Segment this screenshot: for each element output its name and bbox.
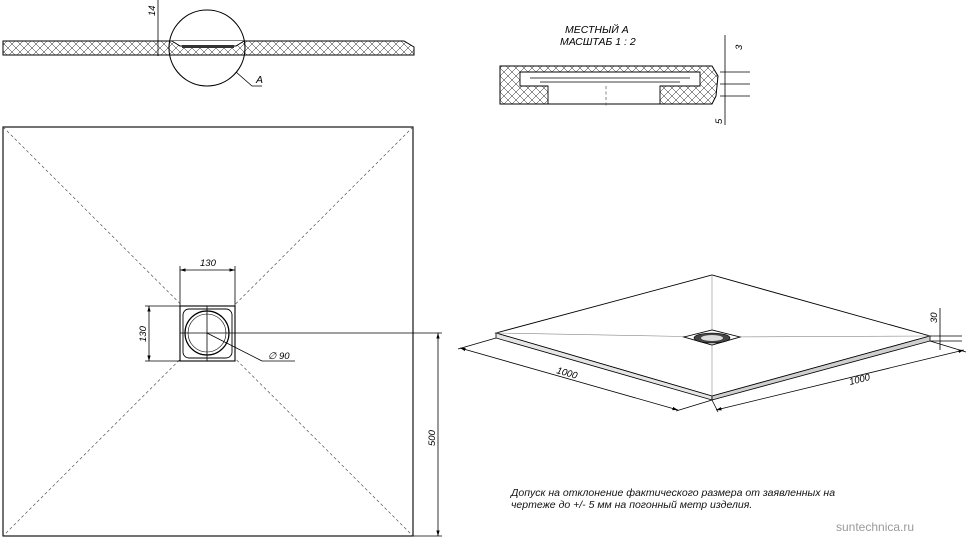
detail-callout-circle (168, 9, 246, 87)
diameter-symbol: ∅ (268, 351, 277, 362)
tolerance-note: Допуск на отклонение фактического размер… (510, 487, 835, 511)
dim-detail-5: 5 (714, 118, 725, 124)
dim-thickness-14: 14 (147, 5, 158, 16)
detail-title-line2: МАСШТАБ 1 : 2 (560, 36, 636, 48)
dim-detail-3: 3 (734, 44, 745, 50)
note-line1: Допуск на отклонение фактического размер… (510, 487, 835, 499)
dim-iso-height: 30 (929, 312, 940, 323)
dim-drain-width: 130 (200, 258, 217, 269)
plan-view: 130 130 ∅ 90 500 (2, 126, 442, 537)
dim-iso-right: 1000 (848, 372, 872, 388)
side-section-view: A 14 (2, 0, 415, 87)
dim-drain-height: 130 (138, 325, 149, 342)
dim-iso-left: 1000 (555, 365, 579, 382)
detail-title-line1: МЕСТНЫЙ А (565, 23, 629, 36)
tray-outline (2, 126, 414, 537)
note-line2: чертеже до +/- 5 мм на погонный метр изд… (511, 499, 752, 511)
callout-label: A (255, 74, 263, 86)
dim-drain-diameter: 90 (279, 351, 290, 362)
iso-view: 1000 1000 30 (457, 274, 967, 413)
detail-a-view: МЕСТНЫЙ А МАСШТАБ 1 : 2 3 5 (499, 23, 750, 125)
watermark: suntechnica.ru (836, 520, 914, 534)
dim-half-height: 500 (427, 429, 438, 446)
